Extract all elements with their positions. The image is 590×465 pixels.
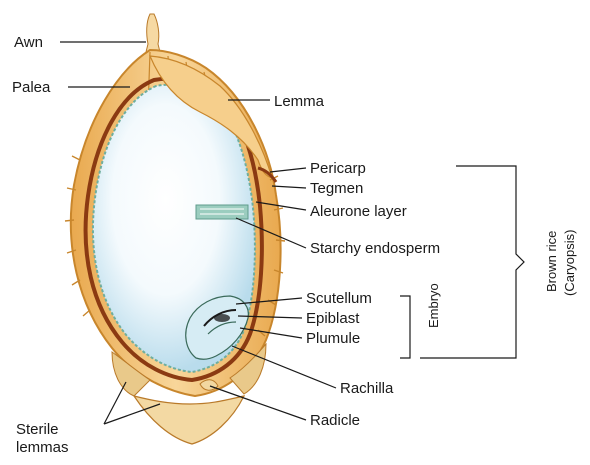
label-epiblast: Epiblast [306,310,360,327]
aleurone-swatch [196,205,248,219]
label-starchy-endosperm: Starchy endosperm [310,240,440,257]
label-rachilla: Rachilla [340,380,394,397]
label-embryo: Embryo [426,283,441,328]
label-aleurone: Aleurone layer [310,203,407,220]
brown-rice-bracket [420,166,524,358]
label-brown-rice: Brown rice [544,231,559,292]
embryo-bracket [400,296,410,358]
label-sterile-line1: Sterile [16,421,59,438]
label-radicle: Radicle [310,412,360,429]
label-sterile-line2: lemmas [16,439,69,456]
label-scutellum: Scutellum [306,290,372,307]
tegmen-leader [272,186,306,188]
label-pericarp: Pericarp [310,160,366,177]
awn-shape [146,14,160,52]
label-palea: Palea [12,79,51,96]
label-lemma: Lemma [274,93,325,110]
label-caryopsis: (Caryopsis) [562,230,577,296]
pericarp-leader [270,168,306,172]
label-awn: Awn [14,34,43,51]
label-tegmen: Tegmen [310,180,363,197]
label-plumule: Plumule [306,330,360,347]
